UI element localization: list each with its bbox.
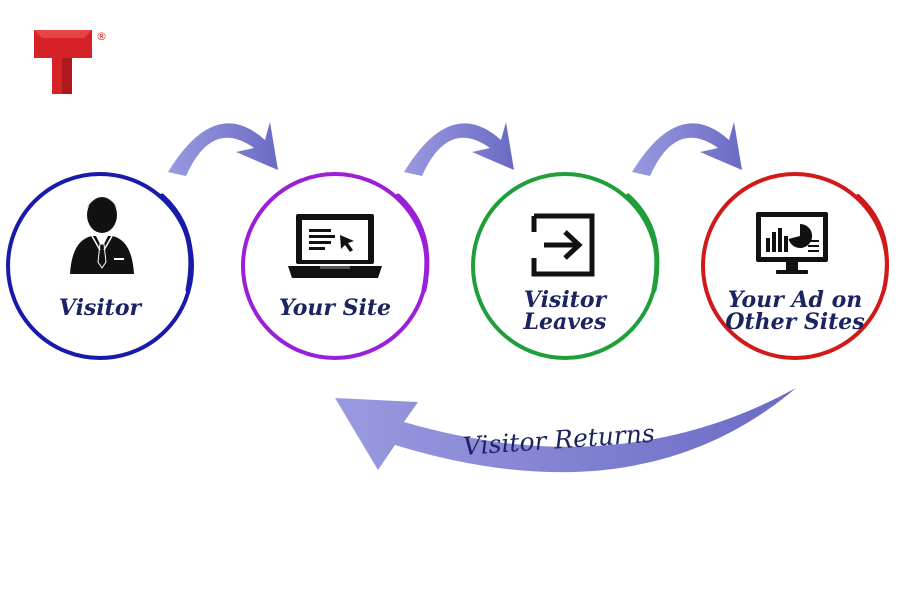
laptop-icon [288, 214, 382, 278]
exit-icon [531, 213, 595, 277]
arrow-visitor-to-site [168, 122, 278, 176]
registered-mark: ® [96, 30, 107, 43]
person-icon [70, 197, 134, 274]
visitor-leaves-label: Visitor Leaves [523, 287, 607, 335]
arrow-visitor-returns [335, 388, 796, 473]
arrow-leaves-to-ad [632, 122, 742, 176]
arrow-site-to-leaves [404, 122, 514, 176]
brand-logo [34, 30, 92, 94]
your-site-label: Your Site [278, 295, 392, 321]
visitor-label: Visitor [58, 295, 142, 321]
ad-other-sites-label: Your Ad on Other Sites [725, 287, 865, 335]
monitor-chart-icon [756, 212, 828, 274]
